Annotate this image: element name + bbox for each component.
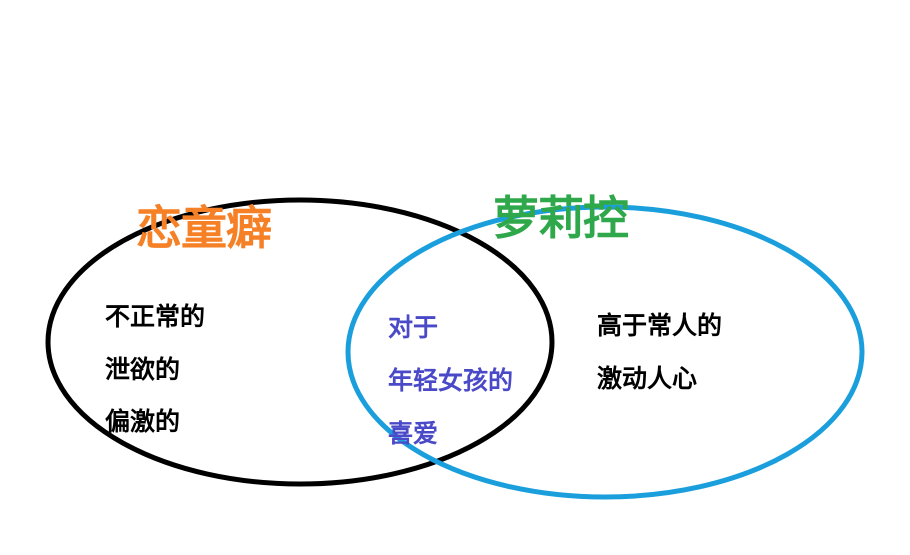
right-set-title: 萝莉控 (493, 191, 629, 245)
overlap-item: 喜爱 (388, 419, 439, 448)
left-item: 偏激的 (105, 407, 181, 436)
right-item: 激动人心 (597, 364, 698, 393)
overlap-item: 年轻女孩的 (388, 366, 514, 395)
right-set-circle (345, 204, 865, 500)
right-item: 高于常人的 (597, 311, 723, 340)
left-item: 泄欲的 (105, 355, 181, 384)
overlap-item: 对于 (388, 313, 439, 342)
left-set-circle (45, 197, 555, 487)
left-set-title: 恋童癖 (136, 201, 272, 255)
left-item: 不正常的 (105, 302, 206, 331)
